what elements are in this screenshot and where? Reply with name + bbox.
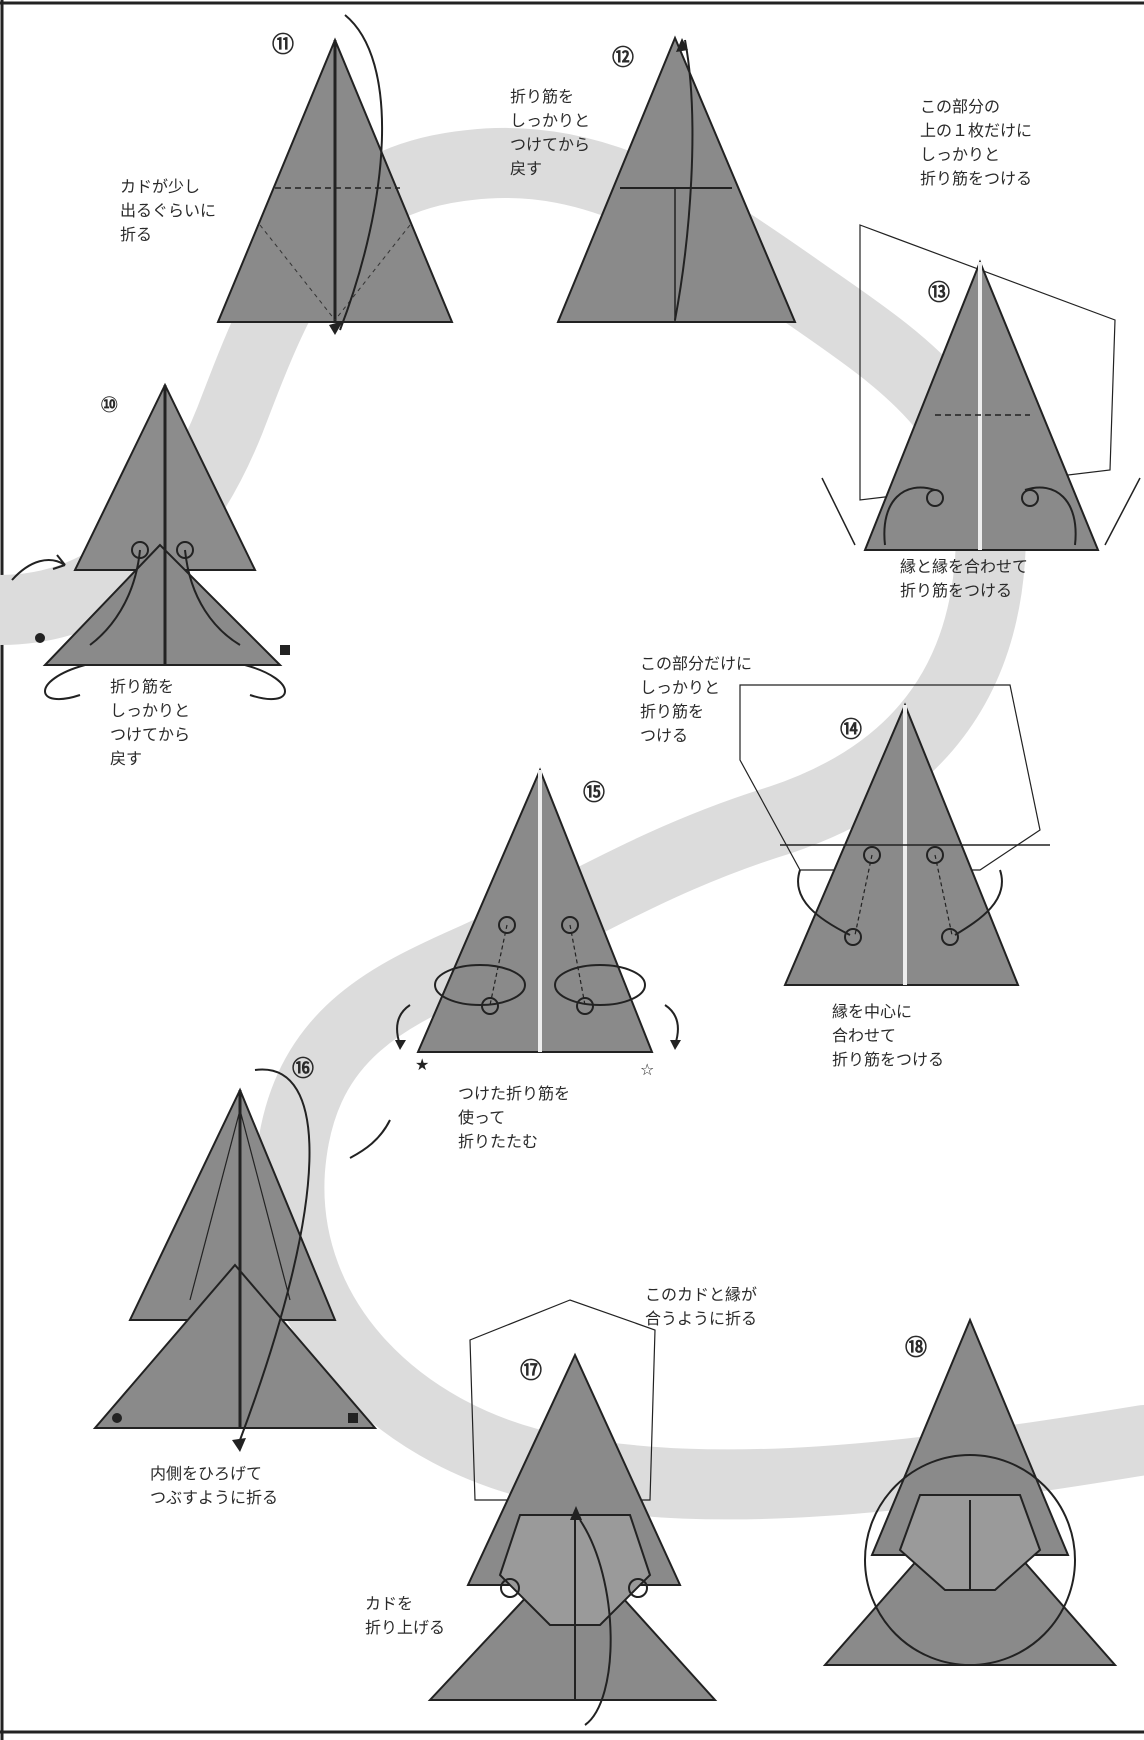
step-10-number: ⑩	[100, 393, 119, 418]
step-11-caption: カドが少し 出るぐらいに 折る	[120, 177, 217, 244]
step-17-figure	[427, 1299, 718, 1726]
step-14-number: ⑭	[840, 717, 862, 743]
step-12-number: ⑫	[612, 45, 634, 71]
step-13-figure	[821, 224, 1141, 551]
step-12-caption: 折り筋を しっかりと つけてから 戻す	[510, 87, 591, 178]
step-14-figure	[739, 684, 1050, 986]
step-15-figure: ★ ☆	[395, 767, 681, 1079]
step-13-number: ⑬	[928, 280, 950, 306]
step-14-caption-top: この部分だけに しっかりと 折り筋を つける	[640, 654, 753, 745]
step-15-number: ⑮	[583, 780, 605, 806]
step-11-number: ⑪	[272, 32, 294, 58]
step-16-number: ⑯	[292, 1056, 314, 1082]
step-17-caption-top: このカドと縁が 合うように折る	[645, 1285, 758, 1328]
step-14-caption-bottom: 縁を中心に 合わせて 折り筋をつける	[832, 1002, 945, 1069]
step-18-figure	[822, 1317, 1118, 1666]
step-15-caption: つけた折り筋を 使って 折りたたむ	[458, 1084, 571, 1151]
step-17-caption-bottom: カドを 折り上げる	[365, 1594, 446, 1637]
svg-text:☆: ☆	[640, 1060, 654, 1079]
step-11-figure	[216, 14, 454, 335]
step-10-caption: 折り筋を しっかりと つけてから 戻す	[110, 677, 191, 768]
step-12-figure	[556, 35, 797, 323]
step-10-figure	[11, 382, 290, 701]
step-17-number: ⑰	[520, 1358, 542, 1384]
step-18-number: ⑱	[905, 1335, 927, 1361]
svg-text:★: ★	[415, 1055, 429, 1074]
step-13-caption-bottom: 縁と縁を合わせて 折り筋をつける	[900, 557, 1029, 600]
step-16-figure	[92, 1068, 391, 1452]
step-13-caption-top: この部分の 上の１枚だけに しっかりと 折り筋をつける	[920, 97, 1033, 188]
step-16-caption: 内側をひろげて つぶすように折る	[150, 1464, 279, 1507]
